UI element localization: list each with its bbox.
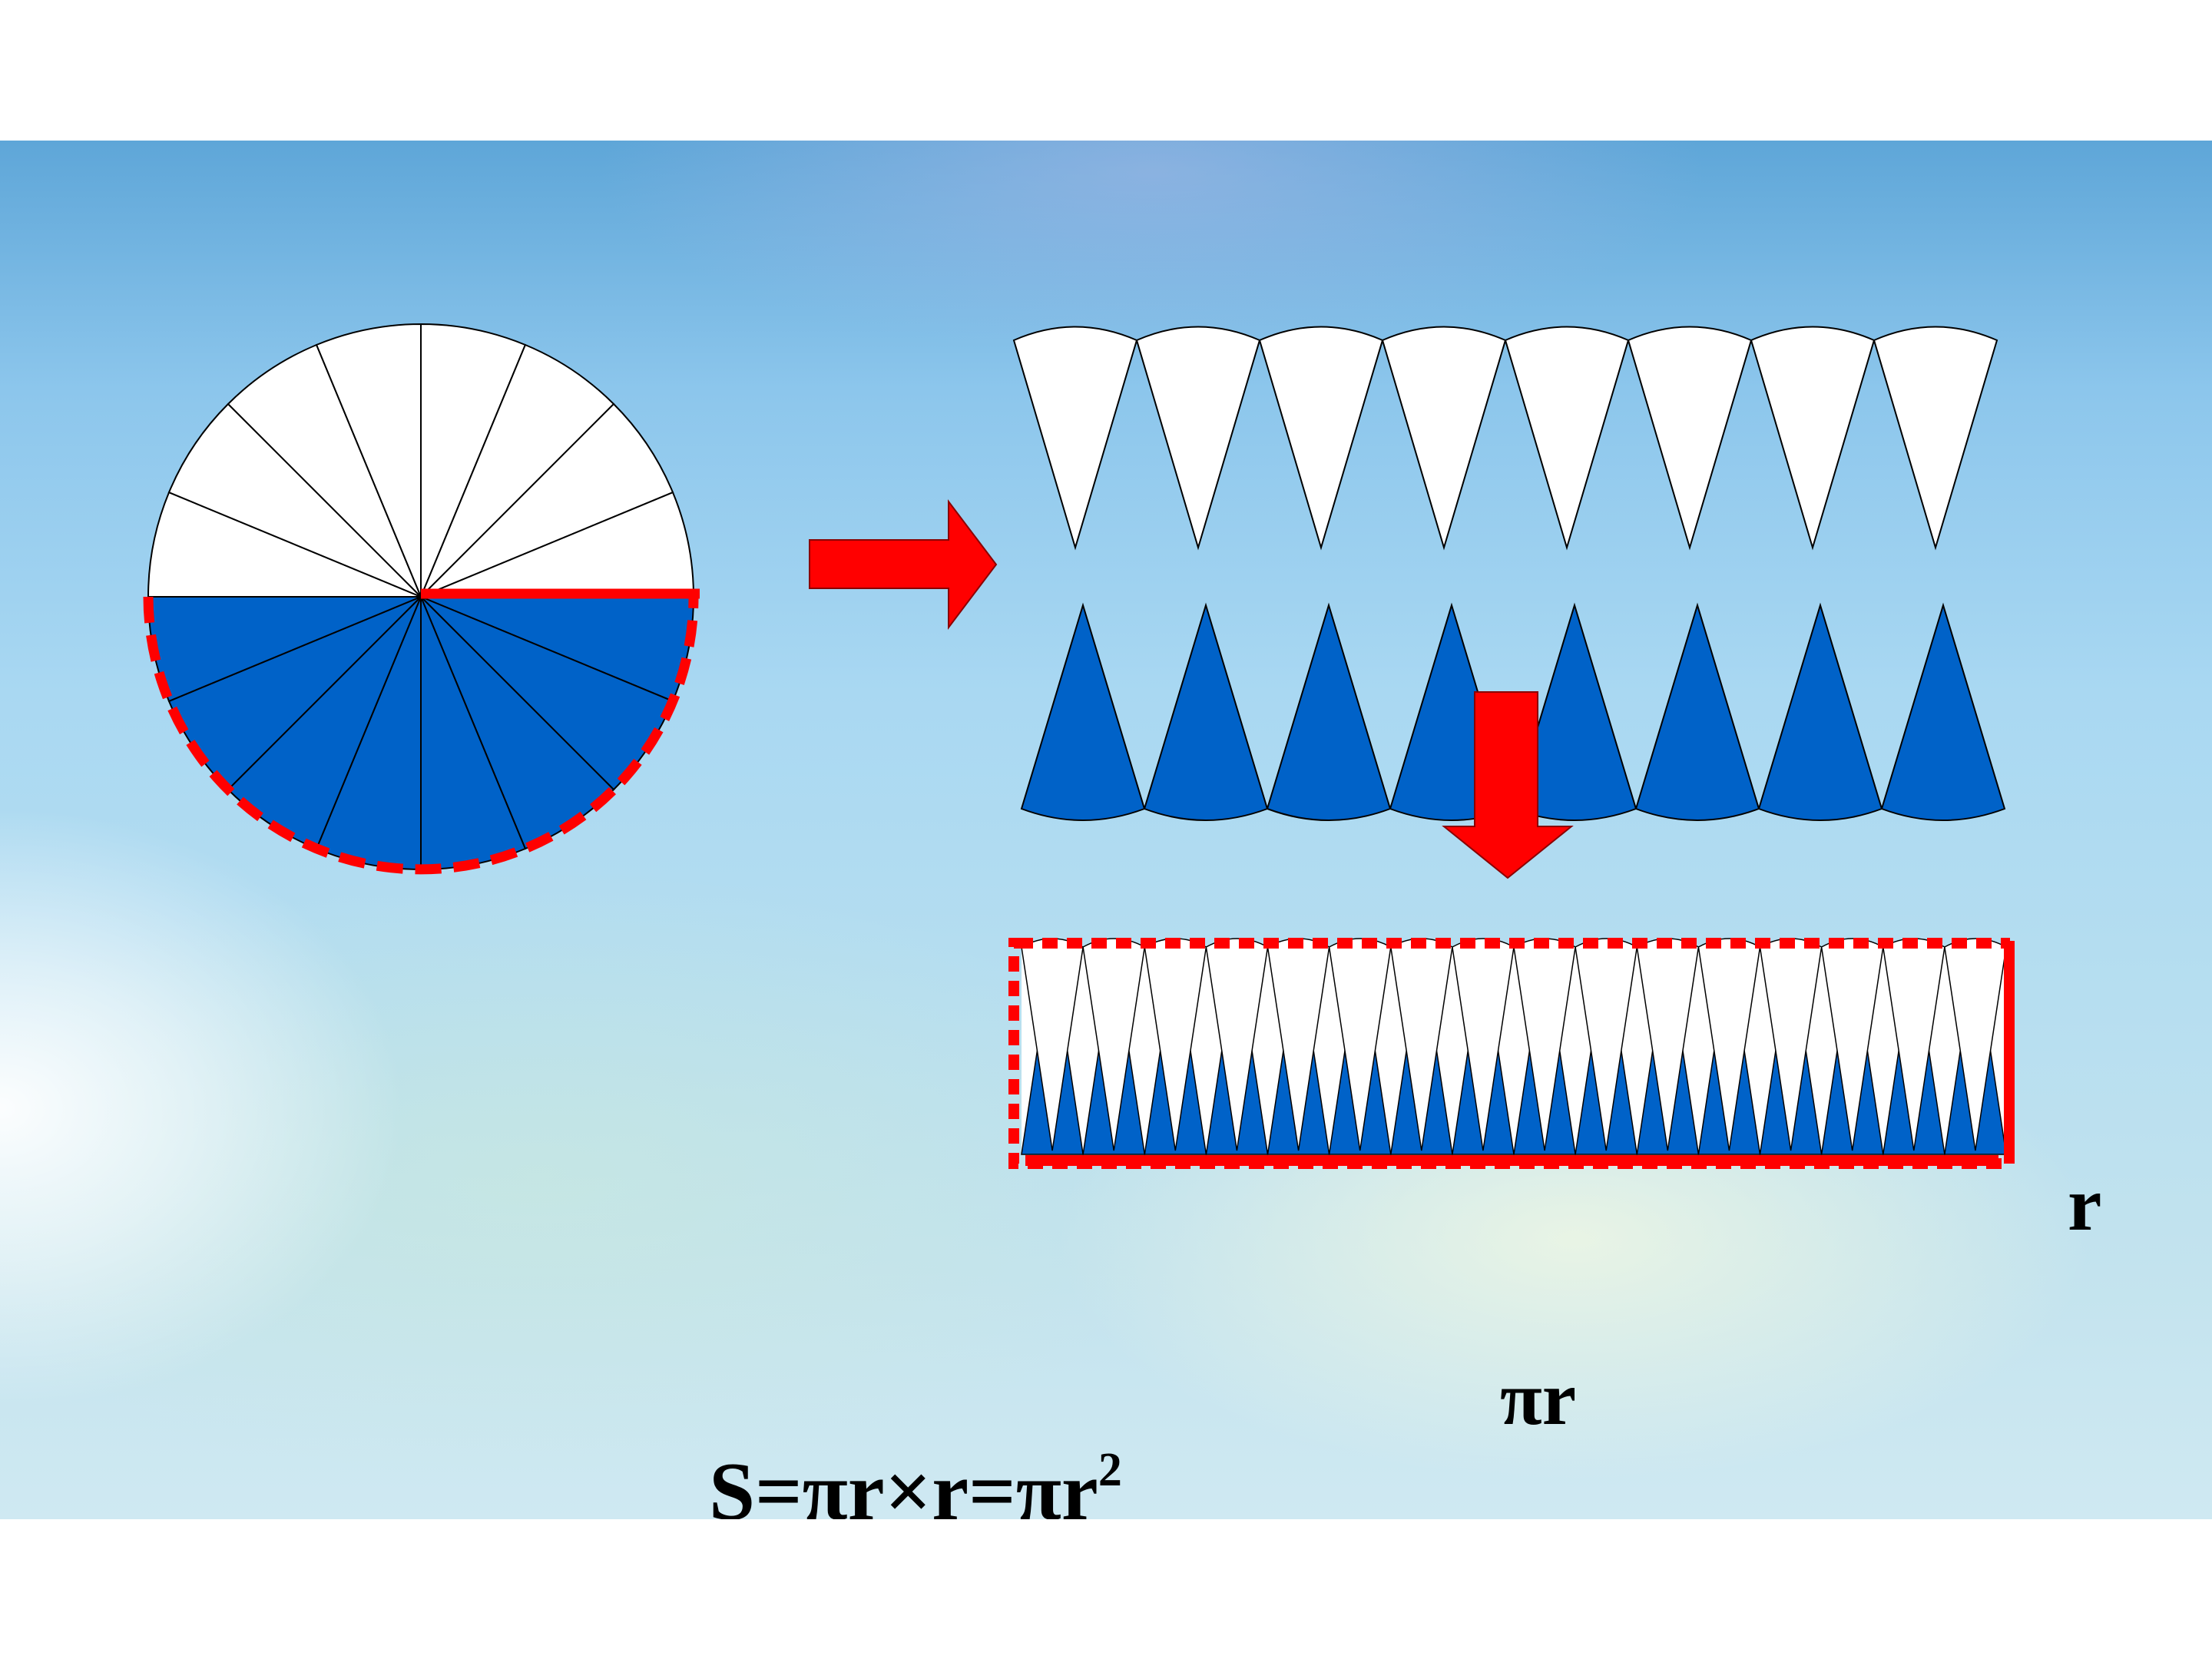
circle-sector-white (420, 323, 527, 598)
white-sector (1258, 326, 1384, 551)
half-circle-highlight (143, 588, 700, 875)
blue-sector (1880, 602, 2006, 821)
circle-sector-white (315, 323, 422, 598)
white-sector (1381, 326, 1507, 551)
white-sector (1750, 326, 1876, 551)
side-label-pi-r: πr (1500, 1356, 1577, 1441)
white-sector (1012, 326, 1138, 551)
blue-sector (1143, 602, 1269, 821)
circle-sector-white (167, 402, 422, 598)
blue-sector (1634, 602, 1760, 821)
side-label-r: r (2068, 1161, 2102, 1247)
white-sector (1627, 326, 1753, 551)
down-arrow (1442, 691, 1574, 879)
rearranged-rectangle (1008, 938, 2015, 1169)
white-sector (1873, 326, 1998, 551)
blue-sector (1020, 602, 1146, 821)
white-sector (1504, 326, 1630, 551)
white-sector (1135, 326, 1261, 551)
formula-main: S=πr×r=πr (709, 1446, 1098, 1520)
circle-sector-white (420, 343, 615, 598)
area-formula: S=πr×r=πr2 (709, 1446, 1122, 1519)
right-arrow (809, 499, 998, 630)
blue-sector (1266, 602, 1392, 821)
formula-exponent: 2 (1098, 1444, 1122, 1496)
circle-area-diagram (143, 323, 2015, 1169)
circle-sector-white (147, 491, 422, 598)
blue-sector (1757, 602, 1883, 821)
half-circumference-dashed (143, 593, 699, 875)
circle-sector-white (227, 343, 422, 598)
circle-sector-white (420, 402, 674, 598)
white-sector-row (1012, 326, 1998, 551)
slide: r πr S=πr×r=πr2 (0, 141, 2212, 1519)
divided-circle (147, 323, 695, 871)
